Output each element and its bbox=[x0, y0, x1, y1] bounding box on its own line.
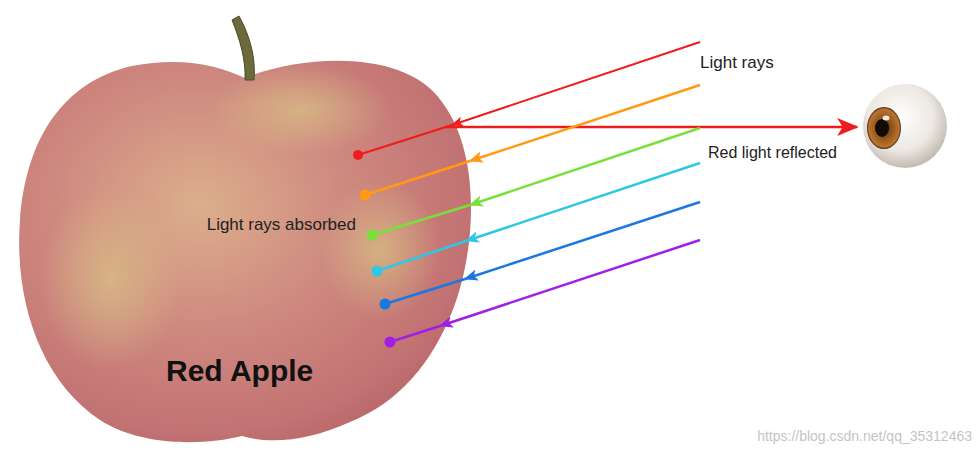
eye-illustration bbox=[863, 84, 947, 168]
watermark: https://blog.csdn.net/qq_35312463 bbox=[757, 428, 972, 445]
apple-title: Red Apple bbox=[166, 353, 313, 389]
apple: Light rays absorbedRed Apple bbox=[0, 0, 480, 454]
rays-label: Light rays bbox=[700, 53, 774, 73]
reflected-label: Red light reflected bbox=[708, 143, 837, 162]
absorbed-label: Light rays absorbed bbox=[207, 215, 356, 235]
